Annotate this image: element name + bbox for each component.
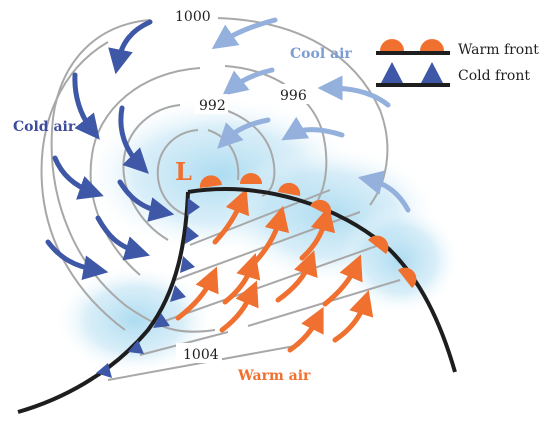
cold-arrow [118,105,149,174]
cold-front-triangle [170,285,186,302]
warm-air-label: Warm air [237,368,311,384]
isobar-outer-left [40,41,126,331]
cool-arrow [281,116,345,141]
warm-front-semicircle [368,235,389,254]
cool-air-arrows [211,17,411,213]
legend: Warm front Cold front [376,39,539,87]
cool-arrow [357,170,411,213]
cold-front-triangle [185,226,199,244]
low-pressure-label: L [175,157,192,186]
cold-front-triangle [153,313,170,328]
isobar-label-996: 996 [280,88,307,104]
cold-front-triangle [128,340,144,354]
cold-arrow [72,72,100,140]
cold-arrow [95,215,150,261]
warm-arrow [287,306,324,353]
cold-air-arrows [45,19,175,281]
legend-warm-front-label: Warm front [458,42,539,58]
legend-cold-front: Cold front [376,62,530,87]
legend-warm-front: Warm front [376,39,539,58]
cool-arrow [217,117,271,149]
cold-air-label: Cold air [13,119,76,135]
cold-front-triangle [180,256,195,273]
cloud-shading [55,95,460,375]
cool-arrow [222,67,275,96]
cold-front-triangle [187,198,200,216]
warm-front-semicircle [398,267,417,288]
warm-arrow [275,250,318,303]
cool-arrow [317,75,391,108]
legend-cold-front-label: Cold front [458,68,530,84]
cold-arrow [117,179,175,222]
warm-arrow [322,254,363,307]
isobar-warm-1 [189,189,331,246]
cold-front [17,191,200,414]
warm-front [187,173,457,373]
warm-front-semicircle [310,199,332,216]
warm-arrow [212,188,249,245]
warm-arrow [175,266,219,321]
cold-front-line [17,191,190,414]
warm-arrow [332,290,374,343]
legend-warm-semicircle [380,39,404,51]
legend-cold-triangle [421,62,443,83]
cold-arrow [45,239,109,281]
isobar-labels: 1000 996 992 1004 [168,5,312,363]
cold-front-triangle [96,363,112,378]
legend-warm-semicircle [420,39,444,51]
cool-arrow [211,17,278,50]
isobar-label-992: 992 [199,98,226,114]
cold-arrow [108,19,153,75]
cold-arrow [52,155,104,200]
warm-air-arrows [175,188,374,353]
isobar-label-1004: 1004 [183,347,219,363]
cool-air-label: Cool air [290,46,352,62]
warm-front-semicircle [278,182,301,196]
isobar-label-1000: 1000 [175,9,211,25]
legend-cold-triangle [381,62,403,83]
warm-arrow [219,280,259,333]
warm-front-semicircle [199,175,222,188]
warm-front-semicircle [240,173,262,184]
